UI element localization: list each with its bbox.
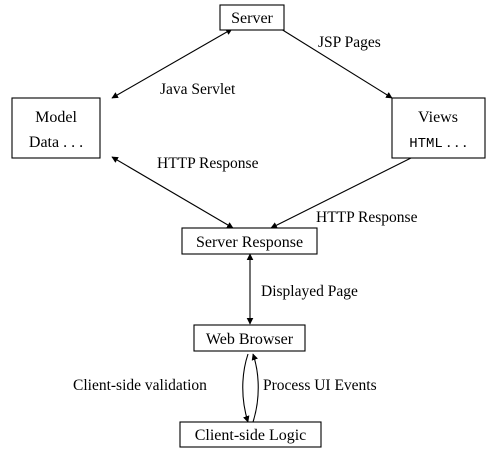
- model-data-node: Model Data . . .: [11, 97, 101, 159]
- views-html-label: HTML . . .: [409, 134, 467, 152]
- edge-server-views: [280, 28, 393, 99]
- views-html-mono: HTML: [409, 136, 443, 152]
- edge-server-model: [111, 28, 233, 99]
- edge-views-response: [270, 156, 414, 229]
- label-displayed-page: Displayed Page: [261, 283, 358, 300]
- server-node: Server: [219, 4, 285, 31]
- server-label: Server: [231, 10, 273, 27]
- views-node: Views HTML . . .: [391, 97, 486, 159]
- edge-browser-logic-left: [242, 353, 250, 423]
- views-label: Views: [418, 109, 458, 126]
- label-http-response-right: HTTP Response: [316, 209, 418, 226]
- model-data-label: Data . . .: [29, 134, 83, 151]
- label-client-side-validation: Client-side validation: [73, 377, 207, 394]
- web-browser-label: Web Browser: [206, 331, 294, 348]
- label-http-response-left: HTTP Response: [157, 155, 259, 172]
- model-label: Model: [35, 109, 77, 126]
- edge-model-response: [111, 156, 234, 229]
- client-side-logic-node: Client-side Logic: [179, 421, 322, 448]
- web-browser-node: Web Browser: [193, 324, 306, 352]
- client-side-logic-label: Client-side Logic: [195, 427, 307, 444]
- server-response-label: Server Response: [196, 234, 303, 251]
- label-java-servlet: Java Servlet: [160, 81, 236, 98]
- edge-browser-logic-right: [251, 353, 259, 423]
- views-html-ellipsis: . . .: [443, 134, 467, 151]
- server-response-node: Server Response: [181, 227, 318, 255]
- label-process-ui-events: Process UI Events: [263, 377, 377, 394]
- label-jsp-pages: JSP Pages: [318, 34, 381, 51]
